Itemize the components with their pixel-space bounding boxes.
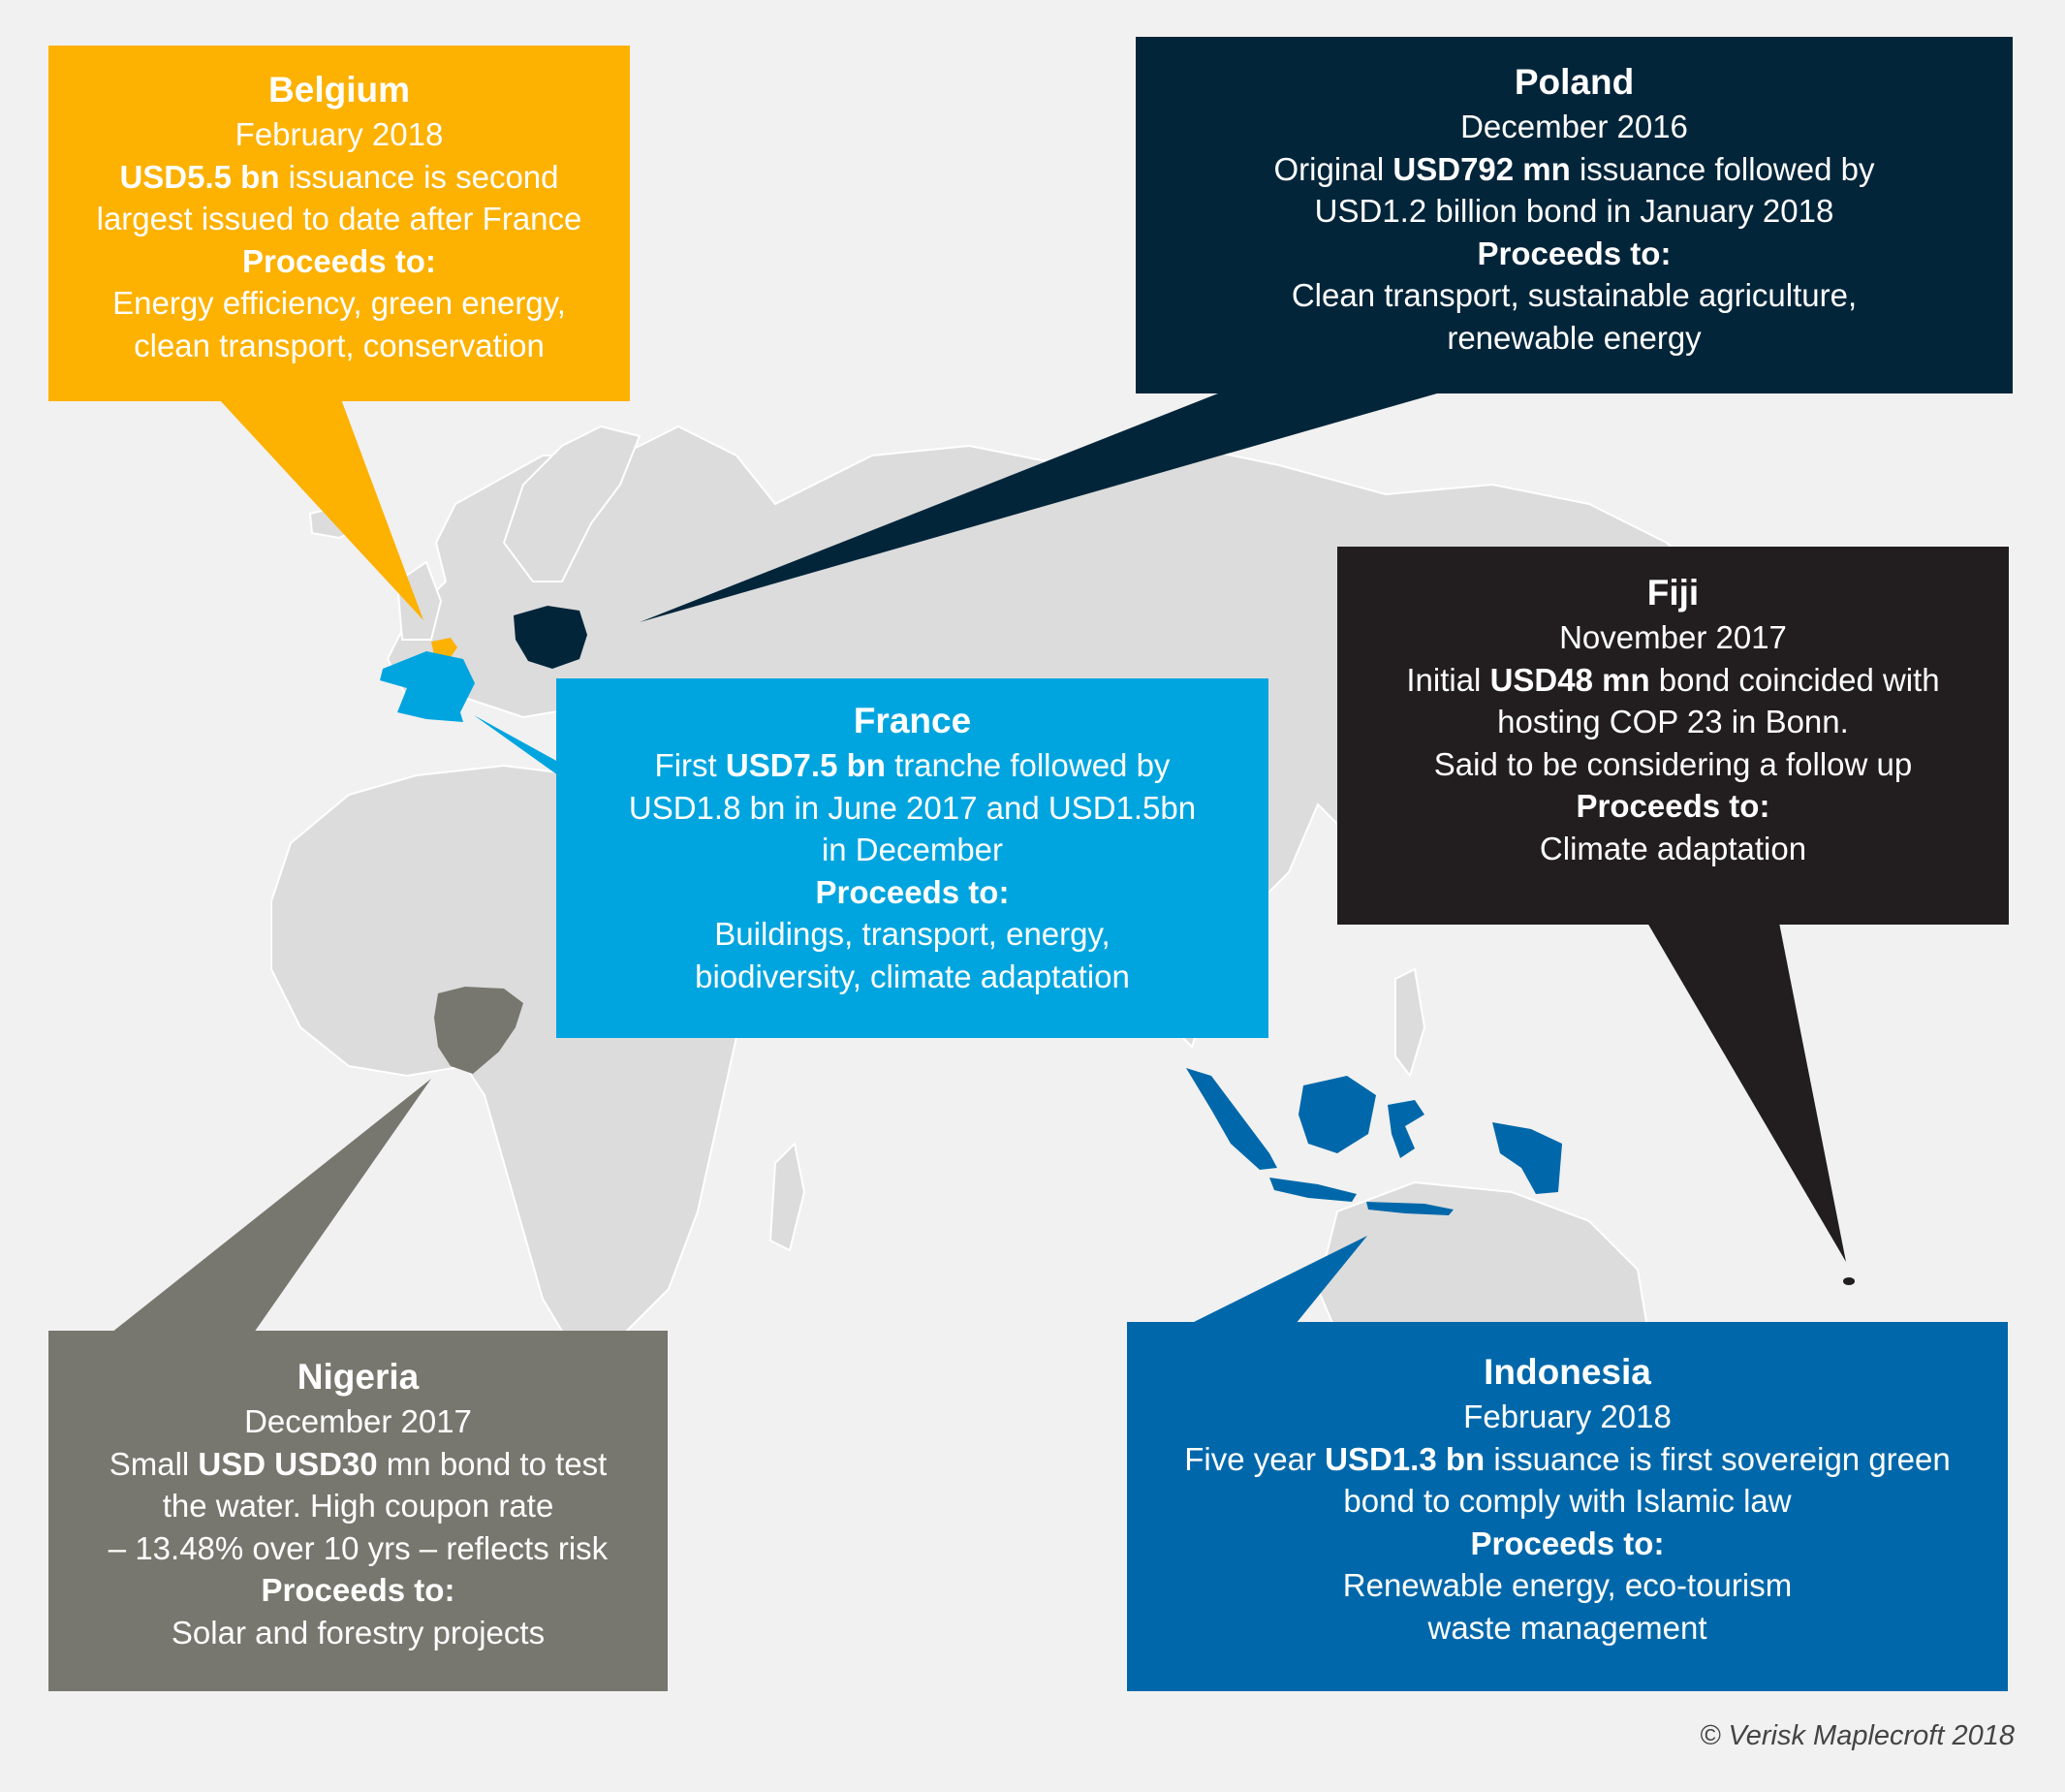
belgium-detail-after: issuance is second [279,158,559,195]
fiji-callout: Fiji November 2017 Initial USD48 mn bond… [1337,547,2009,925]
france-callout: France First USD7.5 bn tranche followed … [556,678,1268,1038]
indonesia-detail-line-1: Five year USD1.3 bn issuance is first so… [1127,1438,2008,1481]
belgium-proceeds-label: Proceeds to: [242,242,436,279]
poland-title: Poland [1514,62,1635,102]
borneo-island [1298,1076,1376,1153]
france-detail-before: First [654,747,726,783]
small-islands [1366,1202,1454,1215]
france-uses-line-2: biodiversity, climate adaptation [695,958,1130,994]
nigeria-title: Nigeria [297,1357,420,1397]
france-amount: USD7.5 bn [725,747,886,783]
papua-island [1492,1122,1562,1194]
belgium-pointer [219,399,423,620]
poland-detail-line-1: Original USD792 mn issuance followed by [1136,148,2013,191]
philippines-landmass [1394,967,1426,1079]
belgium-callout: Belgium February 2018 USD5.5 bn issuance… [48,46,630,401]
france-uses-line-1: Buildings, transport, energy, [714,916,1111,952]
nigeria-date: December 2017 [244,1403,472,1439]
indonesia-proceeds-label: Proceeds to: [1470,1525,1665,1561]
france-proceeds-label: Proceeds to: [815,873,1010,910]
poland-uses-line-1: Clean transport, sustainable agriculture… [1291,277,1858,313]
poland-region [514,606,587,669]
nigeria-detail-line-1: Small USD USD30 mn bond to test [48,1443,668,1486]
fiji-date: November 2017 [1559,619,1787,655]
belgium-detail-line-1: USD5.5 bn issuance is second [48,156,630,199]
indonesia-uses-line-2: waste management [1427,1609,1707,1646]
fiji-detail-after: bond coincided with [1649,661,1940,698]
poland-uses-line-2: renewable energy [1447,319,1702,356]
france-pointer [474,715,558,775]
sulawesi-island [1388,1100,1424,1158]
poland-detail-before: Original [1273,150,1393,187]
java-island [1269,1178,1357,1202]
fiji-amount: USD48 mn [1489,661,1650,698]
fiji-proceeds-label: Proceeds to: [1576,788,1770,824]
nigeria-detail-line-3: – 13.48% over 10 yrs – reflects risk [108,1529,609,1566]
nigeria-detail-after: mn bond to test [377,1445,608,1482]
indonesia-detail-before: Five year [1184,1440,1326,1477]
fiji-detail-line-1: Initial USD48 mn bond coincided with [1337,659,2009,702]
poland-amount: USD792 mn [1392,150,1571,187]
sumatra-island [1186,1068,1277,1170]
belgium-title: Belgium [268,70,410,110]
france-detail-line-1: First USD7.5 bn tranche followed by [556,744,1268,787]
poland-proceeds-label: Proceeds to: [1477,235,1672,271]
belgium-amount: USD5.5 bn [119,158,280,195]
fiji-detail-line-2: hosting COP 23 in Bonn. [1497,704,1849,739]
nigeria-uses-line-1: Solar and forestry projects [171,1614,546,1651]
copyright-credit: © Verisk Maplecroft 2018 [1700,1720,2015,1751]
indonesia-amount: USD1.3 bn [1325,1440,1486,1477]
scandinavia-landmass [502,424,641,582]
belgium-region [431,638,457,657]
fiji-pointer [1647,923,1846,1262]
poland-pointer [640,392,1444,622]
nigeria-pointer [111,1079,431,1333]
indonesia-date: February 2018 [1463,1399,1672,1434]
indonesia-pointer [1190,1236,1367,1324]
fiji-uses-line-1: Climate adaptation [1539,830,1807,866]
indonesia-region [1186,1068,1562,1215]
fiji-detail-line-3: Said to be considering a follow up [1433,745,1913,782]
fiji-region [1843,1277,1855,1285]
france-title: France [853,701,972,740]
poland-detail-line-2: USD1.2 billion bond in January 2018 [1314,193,1834,229]
belgium-detail-line-2: largest issued to date after France [96,201,582,236]
indonesia-title: Indonesia [1484,1352,1651,1392]
fiji-detail-before: Initial [1406,661,1490,698]
fiji-title: Fiji [1646,573,1700,613]
france-detail-after: tranche followed by [885,747,1171,783]
nigeria-detail-before: Small [109,1445,199,1482]
nigeria-detail-line-2: the water. High coupon rate [162,1488,554,1524]
indonesia-detail-line-2: bond to comply with Islamic law [1343,1483,1792,1519]
indonesia-callout: Indonesia February 2018 Five year USD1.3… [1127,1322,2008,1691]
nigeria-region [434,987,523,1074]
poland-date: December 2016 [1460,109,1688,144]
belgium-uses-line-2: clean transport, conservation [134,327,545,363]
nigeria-callout: Nigeria December 2017 Small USD USD30 mn… [48,1331,668,1691]
poland-callout: Poland December 2016 Original USD792 mn … [1136,37,2013,393]
nigeria-amount: USD USD30 [198,1445,378,1482]
nigeria-proceeds-label: Proceeds to: [261,1572,455,1608]
france-region [380,651,475,722]
belgium-date: February 2018 [235,116,444,152]
france-detail-line-2: USD1.8 bn in June 2017 and USD1.5bn [628,789,1197,826]
poland-detail-after: issuance followed by [1570,150,1875,187]
indonesia-uses-line-1: Renewable energy, eco-tourism [1342,1567,1793,1603]
madagascar-landmass [768,1141,806,1252]
france-detail-line-3: in December [821,832,1004,867]
indonesia-detail-after: issuance is first sovereign green [1485,1440,1951,1477]
belgium-uses-line-1: Energy efficiency, green energy, [112,285,566,321]
